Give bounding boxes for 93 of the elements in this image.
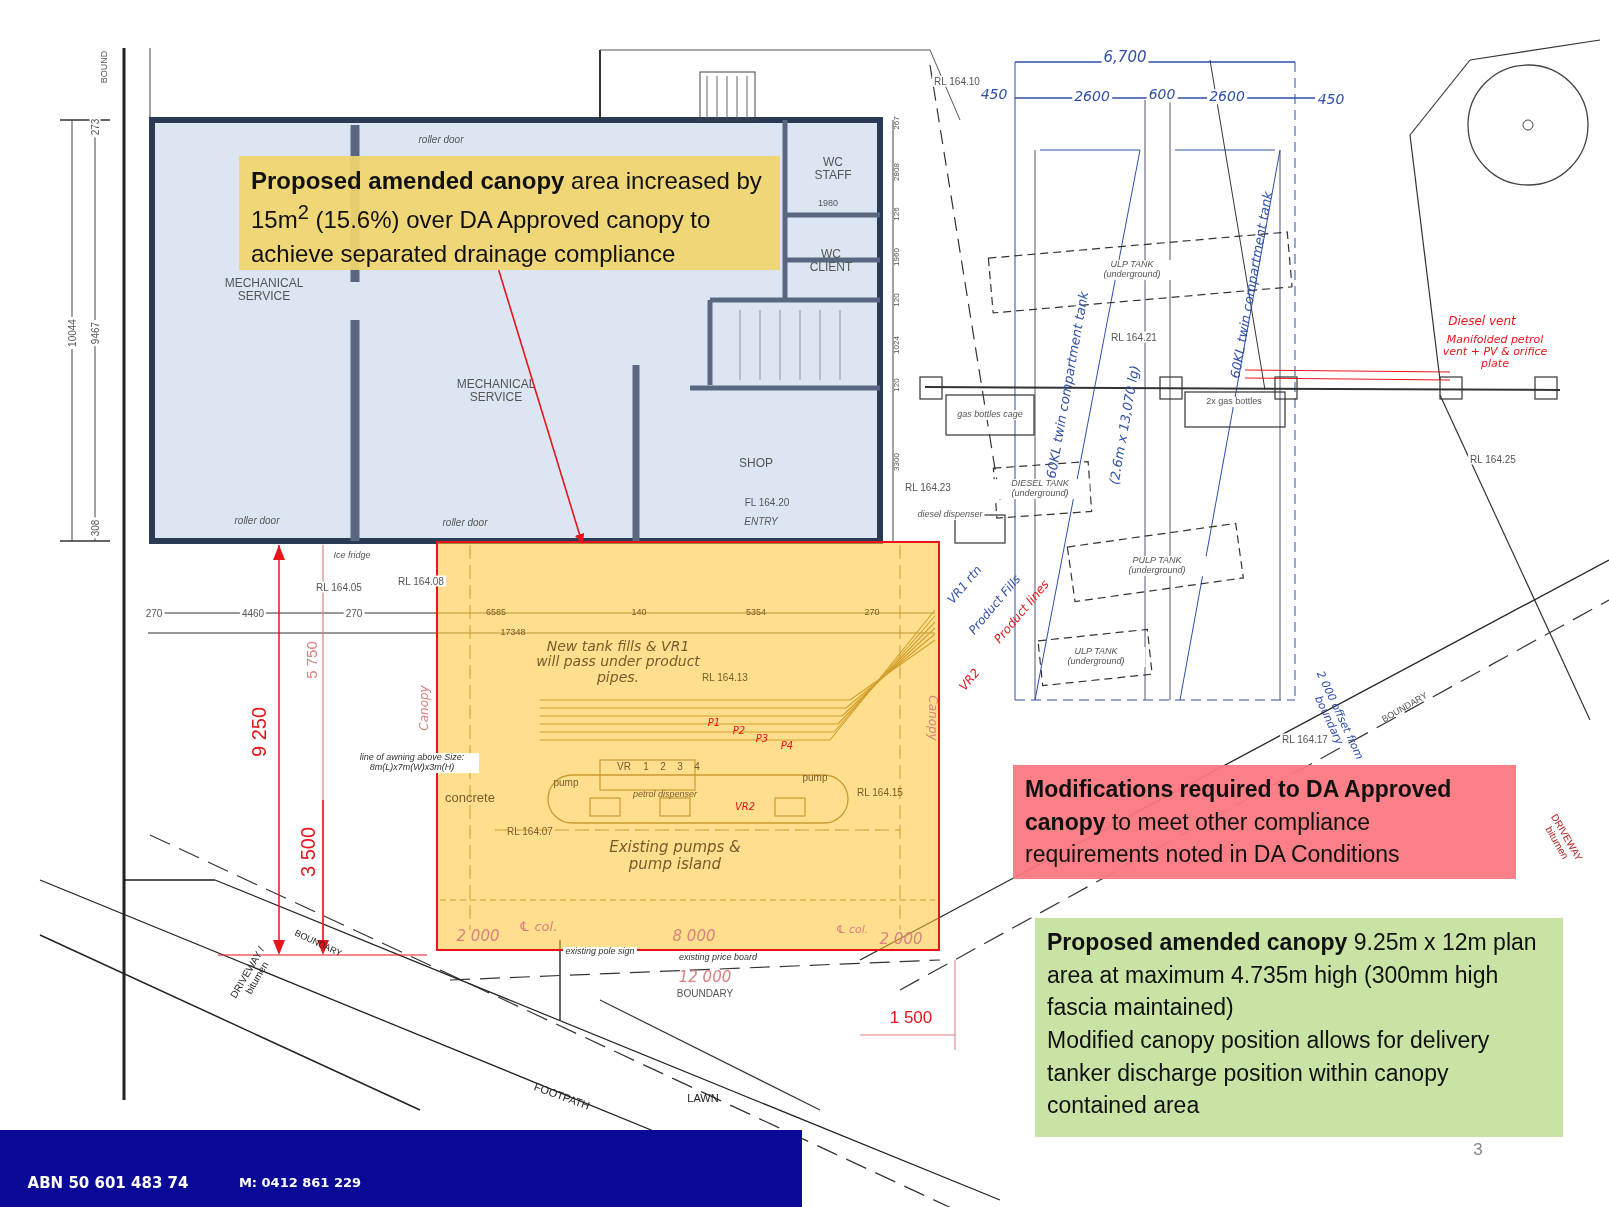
level-label: RL 164.23 [903, 481, 953, 493]
nozzle-label: VR [617, 760, 631, 772]
pump-island-note: Existing pumps & pump island [608, 838, 742, 872]
pump-label: pump [553, 776, 579, 788]
room-label: WC STAFF [813, 155, 853, 183]
level-label: RL 164.25 [1468, 453, 1518, 465]
fridge-label: Ice fridge [331, 551, 373, 561]
dimension-label: 5354 [746, 608, 766, 618]
dimension-label: 6585 [486, 608, 506, 618]
surface-label: concrete [445, 790, 495, 806]
level-label: RL 164.13 [702, 671, 748, 683]
page-number: 3 [1473, 1140, 1483, 1160]
cage-label: 2x gas bottles [1204, 397, 1264, 407]
dimension-label: 1960 [892, 248, 902, 266]
level-label: RL 164.08 [396, 575, 446, 587]
vent-note: Diesel vent [1448, 315, 1516, 329]
dimension-label: 10044 [66, 317, 78, 349]
dimension-label: 273 [89, 116, 101, 138]
tank-note: 60KL twin compartment tank [1044, 290, 1092, 480]
door-label: roller door [442, 516, 488, 528]
dimension-label: 270 [864, 608, 880, 618]
dimension-label: 6,700 [1101, 48, 1149, 66]
room-label: ENTRY [744, 515, 778, 527]
dimension-label: 1980 [818, 199, 838, 209]
level-label: RL 164.15 [857, 786, 903, 798]
boundary-label: BOUNDARY [676, 987, 734, 999]
canopy-label: Canopy [925, 695, 939, 741]
dimension-label: 270 [143, 607, 165, 619]
dimension-label: 9467 [89, 319, 101, 347]
dimension-label: 600 [1146, 87, 1178, 103]
tank-note: (2.6m x 13,070 lg) [1107, 364, 1143, 486]
dimension-label: 126 [892, 207, 902, 221]
room-label: MECHANICAL SERVICE [455, 377, 537, 405]
dimension-label: 8 000 [672, 927, 716, 945]
dimension-label: 1024 [892, 336, 902, 354]
dimension-label: 270 [343, 607, 365, 619]
dimension-label: 9 250 [248, 706, 270, 758]
dimension-label: 267 [892, 116, 902, 130]
dispenser-label: diesel dispenser [915, 510, 985, 520]
boundary-label: BOUND [100, 50, 110, 84]
pipe-label: P2 [732, 724, 746, 736]
pump-label: pump [802, 771, 828, 783]
callout-box [1035, 918, 1563, 1137]
room-label: WC CLIENT [808, 247, 854, 275]
pipe-label: P1 [707, 716, 721, 728]
lawn-label: LAWN [687, 1091, 719, 1105]
dimension-label: 1 500 [889, 1008, 933, 1028]
column-label: ℄ col. [518, 919, 558, 935]
callout-text: Modified canopy position allows for delivery tanker discharge position within canopy contained area [1047, 1025, 1491, 1121]
callout-text: Proposed amended canopy area increased by 15m$^{2}$ (15.6%) over DA Approved canopy to achieve separated drainage compliance [251, 166, 763, 270]
door-label: roller door [418, 133, 464, 145]
dimension-label: 2 000 [456, 927, 500, 945]
dimension-label: 308 [89, 517, 101, 539]
dimension-label: 2 000 [879, 930, 923, 948]
dimension-label: 2808 [892, 163, 902, 181]
dimension-label: 140 [631, 608, 647, 618]
nozzle-label: 4 [694, 760, 700, 772]
dimension-label: 3300 [892, 453, 902, 471]
arrow [497, 269, 585, 544]
callout-text: Modifications required to DA Approved canopy to meet other compliance requirements noted in DA Conditions [1025, 775, 1453, 870]
dimension-label: 4460 [239, 607, 267, 619]
callout-box [1013, 765, 1516, 879]
level-label: RL 164.05 [314, 581, 364, 593]
column-label: ℄ col. [835, 923, 869, 937]
tank-label: DIESEL TANK (underground) [990, 479, 1090, 499]
nozzle-label: 3 [677, 760, 683, 772]
sign-label: existing pole sign [563, 947, 637, 957]
door-label: roller door [234, 514, 280, 526]
nozzle-label: 1 [643, 760, 649, 772]
level-label: RL 164.21 [1109, 331, 1159, 343]
dimension-label: 3 500 [297, 826, 319, 878]
room-label: SHOP [739, 457, 773, 471]
callout-text: Proposed amended canopy 9.25m x 12m plan area at maximum 4.735m high (300mm high fascia maintained) [1047, 928, 1538, 1023]
pipe-label: VR2 [734, 800, 756, 812]
dimension-label: 5 750 [303, 641, 321, 679]
dimension-label: 12 000 [678, 968, 732, 986]
dimension-label: 17348 [500, 628, 526, 638]
tank-note: 60KL twin compartment tank [1228, 190, 1276, 380]
nozzle-label: 2 [660, 760, 666, 772]
dimension-label: 120 [892, 293, 902, 307]
contact-phone: M: 0412 861 229 [238, 1175, 362, 1191]
dimension-label: 120 [892, 378, 902, 392]
pipe-label: P3 [755, 732, 769, 744]
level-label: RL 164.07 [507, 825, 553, 837]
vent-note: Manifolded petrol vent + PV & orifice plate [1441, 333, 1549, 371]
dispenser-label: petrol dispenser [633, 790, 697, 800]
level-label: FL 164.20 [744, 496, 790, 508]
pipe-note: New tank fills & VR1 will pass under product pipes. [535, 638, 701, 686]
pipe-label: P4 [780, 739, 794, 751]
company-number: ABN 50 601 483 74 [27, 1174, 189, 1192]
room-label: MECHANICAL SERVICE [223, 276, 305, 304]
level-label: RL 164.10 [932, 75, 982, 87]
dimension-label: 2600 [1207, 89, 1247, 105]
